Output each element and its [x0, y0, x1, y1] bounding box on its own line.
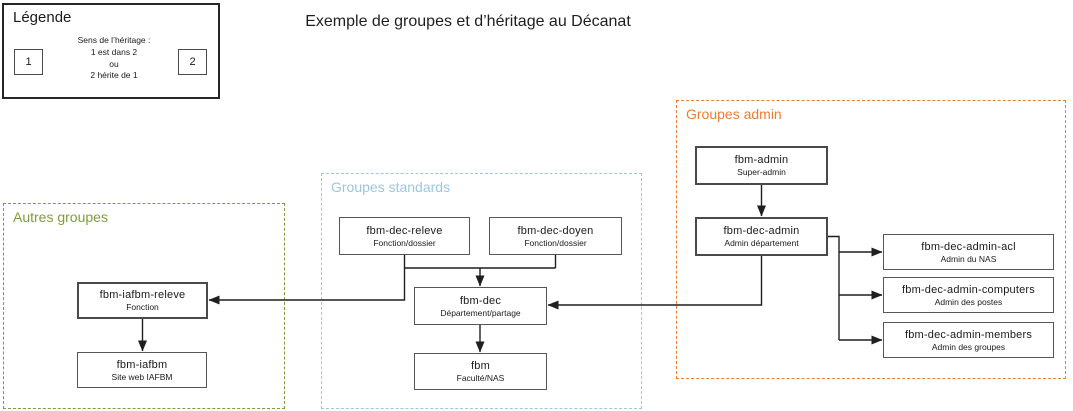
node-subtitle: Site web IAFBM [111, 371, 173, 382]
node-name: fbm-admin [734, 154, 789, 166]
node-subtitle: Admin des postes [934, 296, 1003, 307]
section-autres-groupes-label: Autres groupes [13, 209, 108, 225]
legend-title: Légende [13, 9, 72, 26]
legend: Légende 1 2 Sens de l’héritage : 1 est d… [2, 3, 220, 99]
edge-fbm-dec-admin-to-fbm-dec [547, 256, 763, 310]
node-fbm-admin: fbm-admin Super-admin [695, 146, 828, 185]
node-fbm-iafbm-releve: fbm-iafbm-releve Fonction [77, 282, 208, 319]
section-groupes-standards: Groupes standards [321, 173, 642, 409]
node-fbm-dec-admin-members: fbm-dec-admin-members Admin des groupes [883, 322, 1054, 358]
legend-node-2: 2 [178, 49, 207, 75]
node-name: fbm-dec-admin-computers [902, 283, 1035, 296]
section-groupes-admin-label: Groupes admin [686, 106, 782, 122]
node-fbm-dec-admin: fbm-dec-admin Admin département [695, 217, 828, 256]
node-subtitle: Admin département [724, 238, 799, 248]
node-name: fbm-iafbm [116, 358, 168, 371]
node-subtitle: Super-admin [737, 167, 786, 177]
node-name: fbm-dec-releve [366, 224, 443, 237]
node-name: fbm-dec [459, 294, 502, 307]
node-subtitle: Faculté/NAS [456, 373, 505, 383]
node-name: fbm-dec-admin [723, 225, 800, 237]
node-fbm-dec-admin-computers: fbm-dec-admin-computers Admin des postes [883, 277, 1054, 313]
node-subtitle: Admin des groupes [931, 341, 1006, 352]
node-fbm-iafbm: fbm-iafbm Site web IAFBM [77, 352, 207, 388]
legend-line-3: ou [109, 58, 119, 69]
node-fbm-dec-releve: fbm-dec-releve Fonction/dossier [339, 217, 470, 255]
node-subtitle: Fonction/dossier [373, 237, 436, 248]
node-subtitle: Fonction/dossier [524, 237, 587, 248]
node-subtitle: Admin du NAS [940, 253, 997, 264]
legend-description: Sens de l’héritage : 1 est dans 2 ou 2 h… [62, 35, 166, 82]
node-subtitle: Fonction [126, 302, 159, 312]
legend-line-2: 1 est dans 2 [90, 46, 138, 57]
edge-fbm-dec-releve-to-fbm-iafbm-releve [208, 268, 406, 305]
section-groupes-admin: Groupes admin [676, 100, 1066, 379]
node-fbm-dec-doyen: fbm-dec-doyen Fonction/dossier [489, 217, 622, 255]
node-fbm: fbm Faculté/NAS [414, 353, 547, 390]
node-name: fbm-iafbm-releve [99, 289, 186, 301]
section-groupes-standards-label: Groupes standards [331, 179, 451, 195]
section-autres-groupes: Autres groupes [3, 203, 285, 409]
node-name: fbm-dec-admin-members [904, 328, 1033, 341]
legend-line-4: 2 hérite de 1 [90, 70, 138, 81]
legend-line-1: Sens de l’héritage : [77, 35, 151, 45]
page-title: Exemple de groupes et d’héritage au Déca… [305, 13, 631, 30]
node-subtitle: Département/partage [440, 307, 521, 318]
legend-node-1: 1 [14, 49, 43, 75]
node-name: fbm-dec-admin-acl [921, 240, 1016, 253]
node-name: fbm-dec-doyen [517, 224, 594, 237]
node-name: fbm [471, 360, 490, 372]
node-fbm-dec: fbm-dec Département/partage [414, 287, 547, 325]
node-fbm-dec-admin-acl: fbm-dec-admin-acl Admin du NAS [883, 234, 1054, 270]
edge-fbm-dec-admin-fanout-trunk [828, 235, 840, 340]
